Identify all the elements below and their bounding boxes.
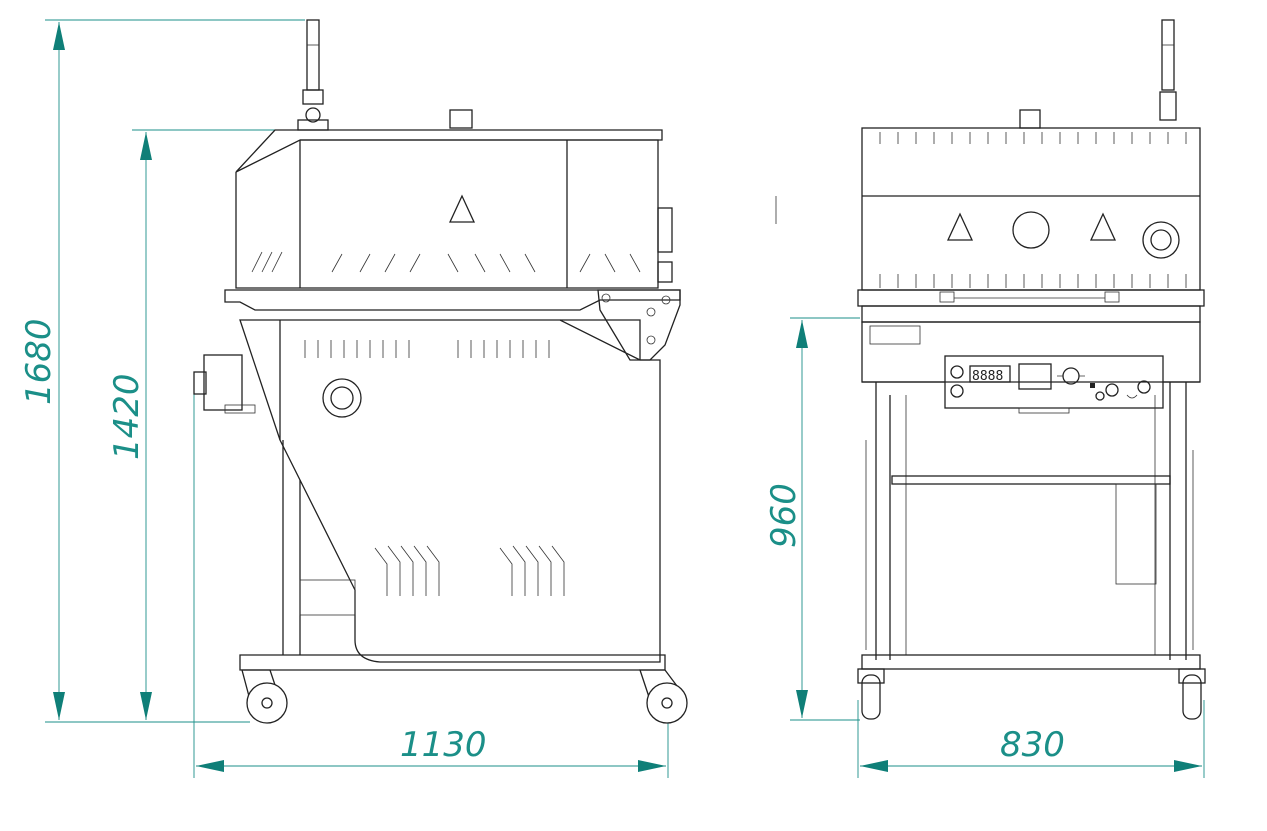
dimension-1680: 1680 [19, 19, 305, 723]
knob [1105, 383, 1119, 397]
front-view: 8888 [857, 19, 1206, 720]
side-view [193, 19, 688, 724]
dimension-label-1680: 1680 [19, 318, 59, 405]
dimension-1420: 1420 [107, 129, 290, 720]
dimension-label-1130: 1130 [400, 725, 487, 765]
indicator-lamp [950, 384, 964, 398]
dimension-label-960: 960 [764, 483, 804, 548]
dimension-1130: 1130 [193, 380, 669, 778]
knob [1137, 380, 1151, 394]
indicator-lamp [950, 365, 964, 379]
dimension-830: 830 [857, 700, 1205, 778]
temperature-display: 8888 [972, 369, 1003, 384]
dimension-label-1420: 1420 [107, 373, 147, 460]
dimension-label-830: 830 [1000, 725, 1065, 765]
control-panel: 8888 [944, 355, 1164, 414]
dimension-960: 960 [764, 196, 860, 721]
